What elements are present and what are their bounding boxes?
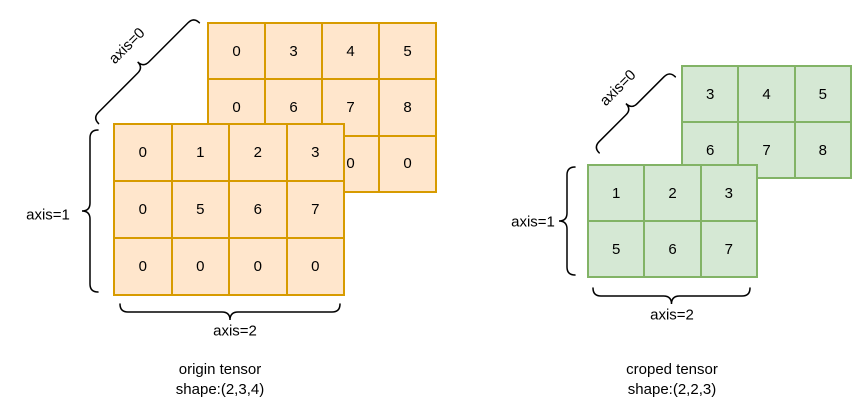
tensor-cell: 0 xyxy=(115,182,171,237)
cropped-axis2-label: axis=2 xyxy=(650,306,694,324)
origin-axis0-brace xyxy=(94,19,201,125)
tensor-cell: 1 xyxy=(172,125,228,180)
tensor-cell: 0 xyxy=(172,239,228,294)
tensor-cell: 1 xyxy=(589,166,644,220)
cropped-axis1-brace xyxy=(558,166,576,276)
cropped-caption: croped tensor shape:(2,2,3) xyxy=(626,360,718,400)
tensor-cell: 0 xyxy=(380,136,435,191)
tensor-cell: 0 xyxy=(209,24,264,79)
tensor-cell: 4 xyxy=(739,67,794,121)
origin-caption-line1: origin tensor xyxy=(178,361,262,378)
tensor-cell: 0 xyxy=(287,239,343,294)
tensor-cell: 5 xyxy=(795,67,850,121)
tensor-cell: 6 xyxy=(645,222,700,276)
cropped-caption-line2: shape:(2,2,3) xyxy=(627,381,717,398)
origin-caption-line2: shape:(2,3,4) xyxy=(175,381,265,398)
tensor-cell: 2 xyxy=(230,125,286,180)
origin-axis2-label: axis=2 xyxy=(213,322,257,340)
cropped-axis0-label: axis=0 xyxy=(596,66,640,110)
tensor-cell: 2 xyxy=(645,166,700,220)
tensor-cell: 7 xyxy=(701,222,756,276)
tensor-cell: 0 xyxy=(115,125,171,180)
origin-axis2-brace xyxy=(119,303,341,321)
cropped-caption-line1: croped tensor xyxy=(626,361,718,378)
origin-caption: origin tensor shape:(2,3,4) xyxy=(176,360,264,400)
origin-axis1-brace xyxy=(81,129,99,293)
tensor-cell: 3 xyxy=(287,125,343,180)
tensor-cell: 4 xyxy=(323,24,378,79)
cropped-axis1-label: axis=1 xyxy=(511,213,555,231)
origin-axis0-label: axis=0 xyxy=(105,24,149,68)
tensor-cell: 5 xyxy=(589,222,644,276)
tensor-cell: 3 xyxy=(266,24,321,79)
tensor-cell: 3 xyxy=(701,166,756,220)
origin-axis1-label: axis=1 xyxy=(26,206,70,224)
tensor-cell: 0 xyxy=(230,239,286,294)
tensor-cell: 7 xyxy=(287,182,343,237)
tensor-cell: 5 xyxy=(172,182,228,237)
tensor-cell: 6 xyxy=(230,182,286,237)
tensor-cell: 8 xyxy=(795,123,850,177)
tensor-cell: 0 xyxy=(115,239,171,294)
cropped-axis2-brace xyxy=(592,287,751,305)
tensor-cell: 3 xyxy=(683,67,738,121)
tensor-cell: 8 xyxy=(380,80,435,135)
tensor-cell: 5 xyxy=(380,24,435,79)
